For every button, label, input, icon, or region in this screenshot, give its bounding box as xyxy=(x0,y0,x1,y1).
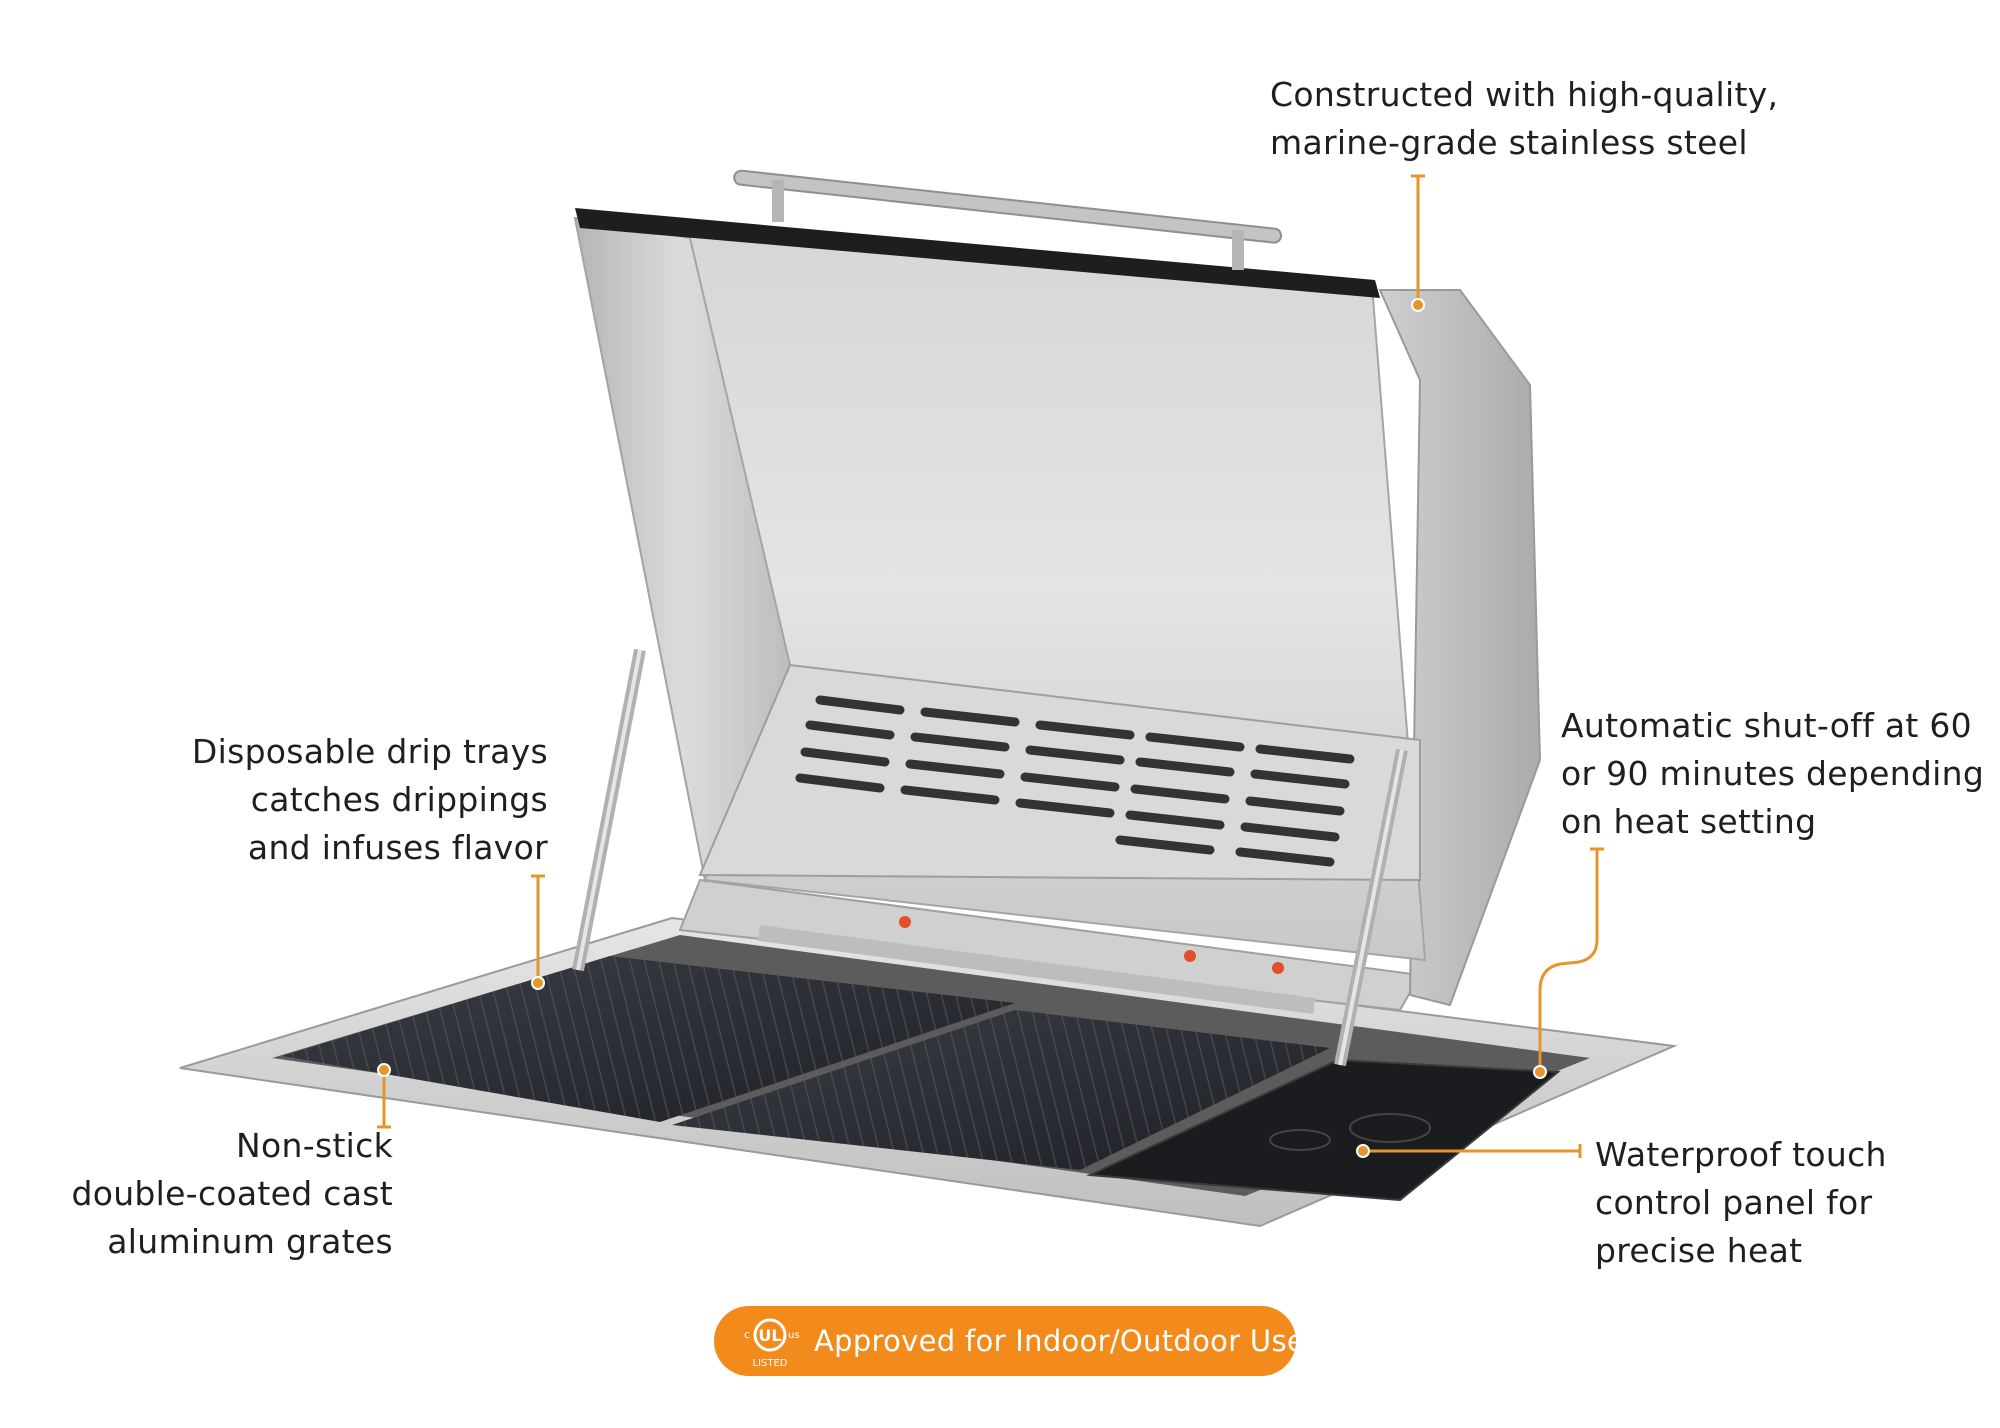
lid-handle xyxy=(733,169,1283,270)
vent-slots xyxy=(795,695,1355,867)
callout-line: and infuses flavor xyxy=(247,828,548,867)
leader-dot-shutoff xyxy=(1533,1065,1547,1079)
callout-line: on heat setting xyxy=(1561,802,1817,841)
svg-text:UL: UL xyxy=(758,1326,781,1345)
leader-dot-grates xyxy=(377,1063,391,1077)
callout-control-panel: Waterproof touch control panel for preci… xyxy=(1595,1131,1887,1275)
callout-line: Disposable drip trays xyxy=(191,732,548,771)
approval-badge: UL c us LISTED Approved for Indoor/Outdo… xyxy=(714,1306,1305,1376)
callout-drip-trays: Disposable drip trays catches drippings … xyxy=(192,728,548,872)
leader-dot-panel xyxy=(1356,1144,1370,1158)
callout-shutoff: Automatic shut-off at 60 or 90 minutes d… xyxy=(1561,702,1984,846)
callout-line: Non-stick xyxy=(236,1126,393,1165)
callout-line: aluminum grates xyxy=(107,1222,393,1261)
leader-dot-stainless xyxy=(1411,298,1425,312)
leader-dot-drip xyxy=(531,976,545,990)
callout-line: or 90 minutes depending xyxy=(1561,754,1985,793)
callout-line: Automatic shut-off at 60 xyxy=(1561,706,1972,745)
callout-stainless: Constructed with high-quality, marine-gr… xyxy=(1270,71,1778,167)
callout-line: control panel for xyxy=(1595,1183,1873,1222)
badge-label: Approved for Indoor/Outdoor Use xyxy=(814,1324,1306,1358)
callout-line: marine-grade stainless steel xyxy=(1270,123,1748,162)
callout-grates: Non-stick double-coated cast aluminum gr… xyxy=(71,1122,393,1266)
svg-text:LISTED: LISTED xyxy=(753,1358,788,1369)
callout-line: catches drippings xyxy=(250,780,548,819)
control-panel xyxy=(1086,1058,1561,1202)
callout-line: Waterproof touch xyxy=(1595,1135,1887,1174)
vent-panel xyxy=(698,663,1421,882)
ul-listed-logo: UL c us LISTED xyxy=(734,1311,806,1371)
leader-shutoff xyxy=(1538,849,1599,1072)
svg-text:c: c xyxy=(744,1328,750,1341)
callout-line: double-coated cast xyxy=(71,1174,393,1213)
callout-line: precise heat xyxy=(1595,1231,1803,1270)
callout-line: Constructed with high-quality, xyxy=(1270,75,1779,114)
svg-text:us: us xyxy=(788,1330,800,1341)
